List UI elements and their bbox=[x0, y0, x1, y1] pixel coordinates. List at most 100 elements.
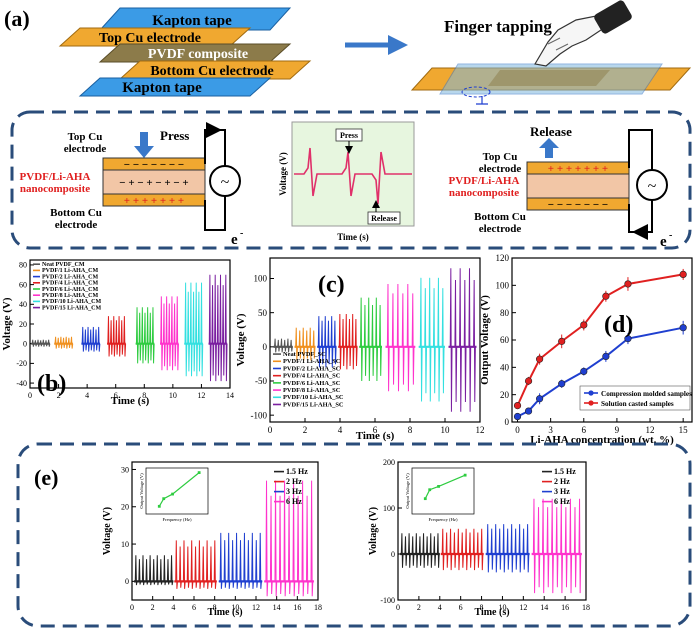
finger-hand-icon bbox=[534, 0, 632, 67]
schematic-release: Release Top Cu electrode + + + + + + + −… bbox=[449, 124, 673, 250]
data-point-0 bbox=[602, 352, 610, 361]
x-tick-label: 6 bbox=[192, 603, 196, 612]
y-tick-label: 100 bbox=[254, 274, 268, 284]
x-tick-label: 14 bbox=[226, 391, 234, 400]
series-trace-2 bbox=[485, 524, 530, 573]
charge-row-top-right: + + + + + + + bbox=[548, 163, 608, 175]
y-tick-label: 60 bbox=[19, 280, 27, 289]
legend-label-2: PVDF/2 Li-AHA_SC bbox=[283, 365, 341, 372]
x-tick-label: 12 bbox=[646, 425, 655, 435]
x-tick-label: 8 bbox=[408, 425, 413, 435]
y-tick-label: 40 bbox=[500, 362, 510, 372]
x-tick-label: 8 bbox=[142, 391, 146, 400]
charge-row-mid-left: − + − + − + − + bbox=[119, 177, 188, 189]
x-tick-label: 6 bbox=[582, 425, 587, 435]
y-axis-label: Voltage (V) bbox=[235, 313, 247, 366]
legend-label-0: 1.5 Hz bbox=[286, 467, 308, 476]
bottom-cu-label-right-2: electrode bbox=[479, 223, 522, 235]
y-tick-label: -100 bbox=[251, 410, 268, 420]
inset-x-label: Frequency (Hz) bbox=[163, 517, 192, 522]
layer-kapton-top bbox=[98, 7, 292, 31]
x-tick-label: 0 bbox=[396, 603, 400, 612]
legend-label-3: PVDF/4 Li-AHA_CM bbox=[42, 281, 98, 287]
y-tick-label: 100 bbox=[496, 280, 510, 290]
y-axis-label: Output Voltage (V) bbox=[479, 295, 491, 385]
x-tick-label: 15 bbox=[679, 425, 689, 435]
data-point-0 bbox=[624, 335, 632, 343]
inset-point bbox=[463, 473, 467, 477]
x-tick-label: 16 bbox=[293, 603, 301, 612]
legend-label-3: 6 Hz bbox=[286, 497, 302, 506]
legend-label-2: 3 Hz bbox=[554, 487, 570, 496]
series-trace-1 bbox=[440, 528, 484, 571]
panel-label-e: (e) bbox=[34, 465, 58, 490]
legend-label-7: PVDF/15 Li-AHA_CM bbox=[42, 305, 101, 311]
legend-label-1: PVDF/1 Li-AHA_SC bbox=[283, 358, 341, 365]
x-tick-label: 2 bbox=[151, 603, 155, 612]
inset-point bbox=[162, 497, 166, 501]
x-tick-label: 4 bbox=[171, 603, 175, 612]
x-tick-label: 18 bbox=[582, 603, 590, 612]
legend-label-1: PVDF/1 Li-AHA_CM bbox=[42, 268, 98, 274]
x-tick-label: 12 bbox=[252, 603, 260, 612]
y-tick-label: 0 bbox=[263, 342, 268, 352]
data-point-0 bbox=[536, 395, 544, 403]
data-point-1 bbox=[624, 280, 632, 288]
series-trace-7 bbox=[448, 268, 477, 412]
legend-marker-1 bbox=[588, 400, 594, 406]
inset-x-label: Frequency (Hz) bbox=[429, 517, 458, 522]
x-axis-label: Time (s) bbox=[356, 430, 395, 442]
series-line-1 bbox=[516, 273, 684, 407]
material-label-right: PVDF/Li-AHA bbox=[449, 175, 520, 187]
panel-label-a: (a) bbox=[4, 6, 30, 31]
layer-kapton-bottom bbox=[78, 77, 272, 97]
y-tick-label: 40 bbox=[19, 300, 27, 309]
inset-line bbox=[158, 472, 200, 507]
y-tick-label: -20 bbox=[16, 359, 27, 368]
schematic-press: Top Cu electrode Press − − − − − − − − +… bbox=[20, 122, 243, 248]
y-tick-label: 0 bbox=[125, 577, 129, 586]
x-axis-label: Time (s) bbox=[207, 607, 242, 618]
x-tick-label: 4 bbox=[438, 603, 442, 612]
ac-source-icon-right: ~ bbox=[648, 178, 657, 195]
material-label-right-2: nanocomposite bbox=[449, 187, 519, 199]
schematic-frame bbox=[10, 110, 692, 250]
inset-point bbox=[428, 488, 432, 492]
x-tick-label: 12 bbox=[476, 425, 485, 435]
legend-label-5: PVDF/8 Li-AHA_CM bbox=[42, 293, 98, 299]
x-tick-label: 10 bbox=[231, 603, 239, 612]
signal-graphic: Voltage (V) Time (s) Press Release bbox=[278, 121, 415, 242]
inset-point bbox=[423, 497, 427, 501]
data-point-0 bbox=[679, 324, 687, 332]
data-point-0 bbox=[524, 407, 533, 415]
legend-label-4: PVDF/6 Li-AHA_CM bbox=[42, 287, 98, 293]
y-tick-label: 10 bbox=[121, 540, 129, 549]
series-trace-3 bbox=[338, 314, 358, 370]
inset-line bbox=[424, 474, 466, 499]
x-tick-label: 0 bbox=[130, 603, 134, 612]
x-tick-label: 10 bbox=[441, 425, 451, 435]
legend-marker-0 bbox=[588, 390, 594, 396]
inset-y-label: Output Voltage (V) bbox=[405, 473, 410, 509]
top-cu-label-right-2: electrode bbox=[479, 163, 522, 175]
data-point-1 bbox=[524, 377, 533, 385]
series-trace-6 bbox=[418, 277, 445, 402]
release-label: Release bbox=[530, 124, 572, 139]
inset-y-label: Output Voltage (V) bbox=[139, 473, 144, 509]
y-tick-label: -50 bbox=[255, 376, 267, 386]
bottom-cu-label-left-2: electrode bbox=[55, 219, 98, 231]
legend-label-3: 6 Hz bbox=[554, 497, 570, 506]
series-trace-5 bbox=[385, 283, 416, 392]
inset-point bbox=[437, 485, 440, 488]
legend-label-1: 2 Hz bbox=[554, 477, 570, 486]
x-tick-label: 12 bbox=[197, 391, 205, 400]
signal-xlabel: Time (s) bbox=[337, 232, 369, 242]
inset-point bbox=[197, 471, 201, 474]
y-tick-label: 80 bbox=[19, 261, 27, 270]
y-tick-label: 20 bbox=[121, 503, 129, 512]
y-tick-label: 100 bbox=[383, 504, 395, 513]
top-cu-label-left: Top Cu bbox=[68, 131, 103, 143]
x-tick-label: 14 bbox=[273, 603, 281, 612]
y-tick-label: 20 bbox=[500, 390, 510, 400]
